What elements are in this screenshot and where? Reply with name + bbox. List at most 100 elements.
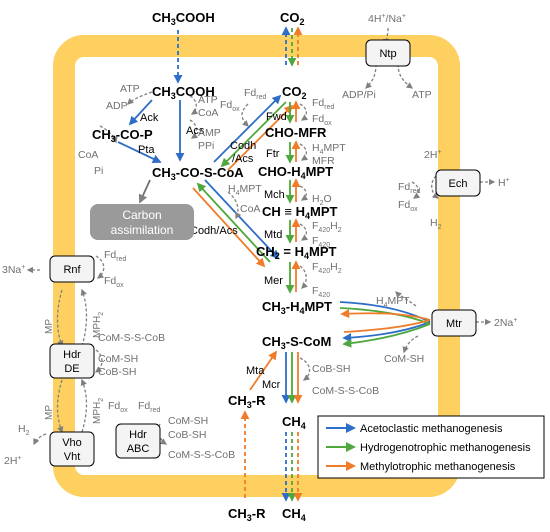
vho-2h-label: 2H+ bbox=[4, 455, 22, 467]
pta-arrow bbox=[117, 141, 162, 163]
cho-mfr: CHO-MFR bbox=[265, 125, 327, 140]
mch-h2o-label: H2O bbox=[312, 193, 332, 207]
enzyme-ack: Ack bbox=[140, 112, 159, 124]
ack-arrow bbox=[128, 99, 153, 126]
legend-item-acetoclastic: Acetoclastic methanogenesis bbox=[326, 423, 503, 435]
methanophenazine-shuttle bbox=[56, 288, 88, 434]
svg-text:Carbon: Carbon bbox=[122, 208, 161, 222]
mer-f420h2-label: F420H2 bbox=[312, 261, 342, 275]
enzymes: Ack Pta Acs Codh /Acs Codh/Acs Fwd Ftr M… bbox=[138, 111, 287, 391]
hdrde-cosscob-label: CoM-S-S-CoB bbox=[98, 332, 165, 344]
svg-text:Rnf: Rnf bbox=[63, 264, 81, 276]
acs-amp-label: AMP bbox=[198, 127, 221, 139]
hdrabc-cosscob-label: CoM-S-S-CoB bbox=[168, 449, 235, 461]
ack-adp-label: ADP bbox=[106, 100, 128, 112]
rnf-3na-label: 3Na+ bbox=[2, 264, 25, 276]
svg-text:DE: DE bbox=[64, 363, 79, 375]
mtr-arrows bbox=[339, 301, 431, 348]
co2-internal: CO2 bbox=[282, 84, 307, 101]
carbon-assimilation-box: Carbon assimilation bbox=[90, 204, 194, 240]
hdrde-cobsh-label: CoB-SH bbox=[98, 366, 137, 378]
hdrabc-comsh-label: CoM-SH bbox=[168, 415, 208, 427]
carbon-assimilation-arrow bbox=[138, 179, 151, 204]
hdrabc-fdox-label: Fdox bbox=[108, 400, 128, 414]
enzyme-codh-acs-top-2: /Acs bbox=[232, 153, 254, 165]
ech-box: Ech bbox=[435, 169, 481, 197]
mcr-cobsh-label: CoB-SH bbox=[312, 363, 351, 375]
ntp-box: Ntp bbox=[365, 39, 411, 67]
ch4-internal: CH4 bbox=[282, 414, 306, 431]
svg-text:Vho: Vho bbox=[62, 437, 82, 449]
enzyme-ftr: Ftr bbox=[266, 148, 280, 160]
enzyme-codh-acs-top: Codh bbox=[230, 140, 256, 152]
enzyme-codh-acs: Codh/Acs bbox=[190, 225, 238, 237]
codh-acs-arrow bbox=[204, 179, 280, 260]
codh-fdred-label: Fdred bbox=[244, 87, 266, 101]
enzyme-mtd: Mtd bbox=[264, 229, 282, 241]
svg-text:Hdr: Hdr bbox=[63, 349, 81, 361]
hdr-de-box: Hdr DE bbox=[49, 343, 95, 379]
acetate-external: CH3COOH bbox=[152, 10, 215, 27]
mtr-2na-label: 2Na+ bbox=[494, 317, 517, 329]
ch3-r-external: CH3-R bbox=[228, 506, 266, 523]
enzyme-mcr: Mcr bbox=[262, 379, 281, 391]
carbon-h4mpt-label: H4MPT bbox=[228, 183, 262, 197]
codh-top-arrow bbox=[213, 94, 282, 163]
svg-text:Ech: Ech bbox=[449, 178, 468, 190]
enzyme-mch: Mch bbox=[264, 189, 285, 201]
enzyme-mta: Mta bbox=[246, 365, 265, 377]
carbon-coa-label: CoA bbox=[240, 203, 260, 215]
mph2-label-1: MPH2 bbox=[92, 312, 105, 338]
ack-atp-label: ATP bbox=[120, 83, 140, 95]
svg-text:assimilation: assimilation bbox=[111, 223, 174, 237]
mcr-arrows bbox=[281, 352, 303, 404]
ftr-mfr-label: MFR bbox=[312, 155, 335, 167]
ch-h4mpt: CH ≡ H4MPT bbox=[262, 204, 338, 221]
rnf-fdred-label: Fdred bbox=[104, 249, 126, 263]
co2-export-arrows bbox=[281, 26, 303, 67]
acs-atp-label: ATP bbox=[198, 94, 218, 106]
acs-coa-label: CoA bbox=[198, 107, 218, 119]
enzyme-fwd: Fwd bbox=[266, 111, 287, 123]
acetyl-coa: CH3-CO-S-CoA bbox=[152, 165, 244, 182]
mcr-cosscob-label: CoM-S-S-CoB bbox=[312, 385, 379, 397]
co2-reduction-chain-arrows bbox=[285, 100, 301, 294]
mta-arrow bbox=[249, 350, 278, 391]
ch4-external: CH4 bbox=[282, 506, 306, 523]
ntp-ion-label: 4H+/Na+ bbox=[368, 13, 406, 25]
hdrde-comsh-label: CoM-SH bbox=[98, 353, 138, 365]
cofactor-labels: 4H+/Na+ ADP/Pi ATP ATP ADP CoA Pi ATP Co… bbox=[2, 13, 517, 467]
compounds: CH3COOH CO2 CH3COOH CH3-CO-P CH3-CO-S-Co… bbox=[92, 10, 338, 523]
pta-pi-label: Pi bbox=[94, 165, 103, 177]
fwd-fdred-label: Fdred bbox=[312, 97, 334, 111]
acetyl-phosphate: CH3-CO-P bbox=[92, 127, 153, 144]
mph2-label-2: MPH2 bbox=[92, 398, 105, 424]
co2-external: CO2 bbox=[280, 10, 305, 27]
acetate-internal: CH3COOH bbox=[152, 84, 215, 101]
svg-text:Mtr: Mtr bbox=[446, 318, 462, 330]
mtr-box: Mtr bbox=[431, 309, 477, 337]
hdrabc-fdred-label: Fdred bbox=[138, 400, 160, 414]
enzyme-mer: Mer bbox=[264, 275, 283, 287]
hdr-abc-box: Hdr ABC bbox=[115, 423, 161, 459]
svg-text:Hdr: Hdr bbox=[129, 429, 147, 441]
rnf-fdox-label: Fdox bbox=[104, 275, 124, 289]
vho-vht-box: Vho Vht bbox=[49, 431, 95, 467]
svg-text:Methylotrophic methanogenesis: Methylotrophic methanogenesis bbox=[360, 461, 516, 473]
ech-h2-label: H2 bbox=[430, 217, 442, 231]
acs-ppi-label: PPi bbox=[198, 140, 214, 152]
mtd-f420-label: F420 bbox=[312, 235, 330, 249]
svg-text:Hydrogenotrophic methanogenesi: Hydrogenotrophic methanogenesis bbox=[360, 442, 531, 454]
legend-item-methylotrophic: Methylotrophic methanogenesis bbox=[326, 461, 516, 473]
ftr-h4mpt-label: H4MPT bbox=[312, 142, 346, 156]
hdrabc-cobsh-label: CoB-SH bbox=[168, 429, 207, 441]
ch3-h4mpt: CH3-H4MPT bbox=[262, 299, 332, 316]
enzyme-acs: Acs bbox=[186, 125, 205, 137]
mp-label-2: MP bbox=[44, 405, 55, 420]
ech-fdred-label: Fdred bbox=[398, 181, 420, 195]
mtr-h4mpt-label: H4MPT bbox=[376, 295, 410, 309]
legend-item-hydrogenotrophic: Hydrogenotrophic methanogenesis bbox=[326, 442, 531, 454]
svg-text:Acetoclastic methanogenesis: Acetoclastic methanogenesis bbox=[360, 423, 503, 435]
ntp-atp-label: ATP bbox=[412, 89, 432, 101]
ch3-r-internal: CH3-R bbox=[228, 393, 266, 410]
